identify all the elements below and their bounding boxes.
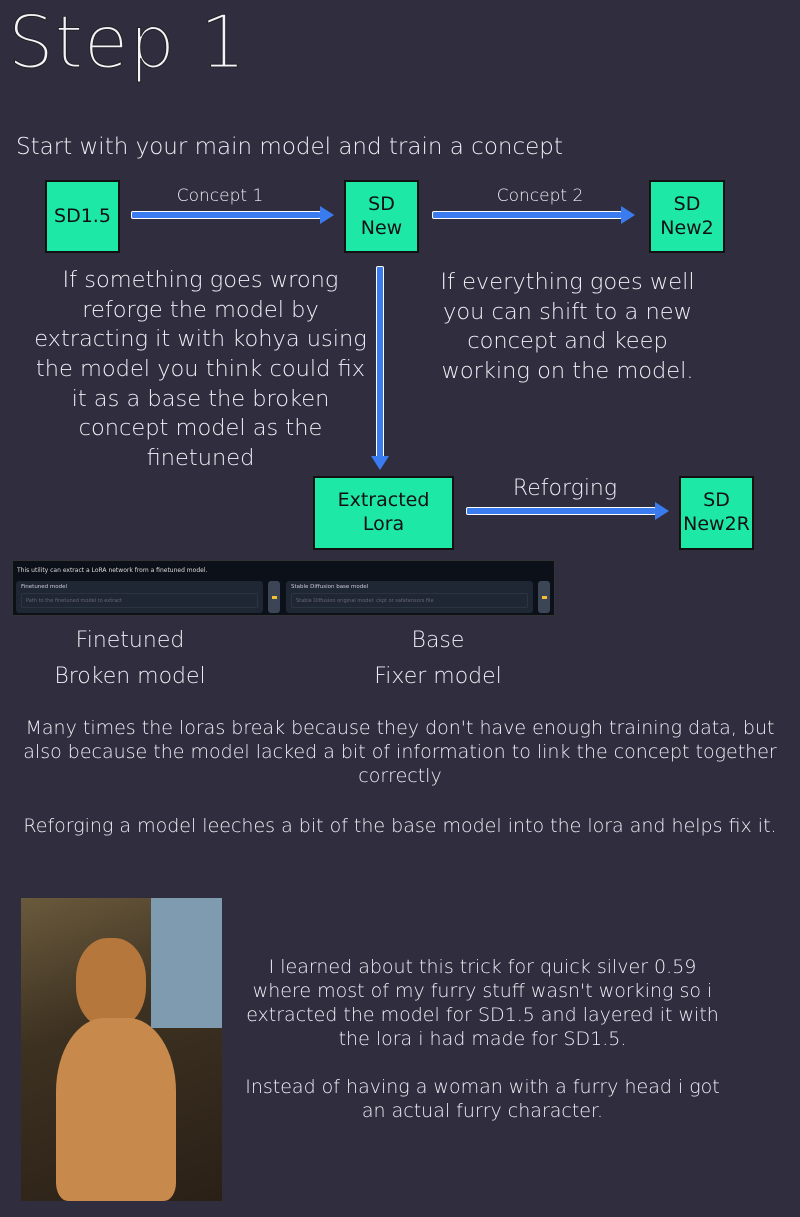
explanation-paragraph: Many times the loras break because they …: [23, 717, 777, 788]
arrow-concept2: [432, 211, 622, 219]
caption-fixer-model: Fixer model: [374, 664, 502, 689]
caption-broken-model: Broken model: [54, 664, 206, 689]
arrowhead-icon: [371, 456, 389, 470]
folder-button[interactable]: [538, 581, 550, 613]
arrowhead-icon: [655, 502, 669, 520]
folder-icon: [541, 595, 547, 599]
caption-base: Base: [411, 628, 465, 653]
folder-button[interactable]: [268, 581, 280, 613]
node-sd-new: SD New: [344, 180, 419, 253]
page-title: Step 1: [8, 0, 247, 85]
left-note: If something goes wrong reforge the mode…: [34, 267, 367, 472]
edge-label-reforging: Reforging: [512, 476, 618, 501]
arrow-concept1: [131, 211, 321, 219]
character-head: [76, 938, 146, 1028]
story-result: Instead of having a woman with a furry h…: [245, 1076, 720, 1123]
node-extracted-lora: Extracted Lora: [313, 476, 454, 550]
reforging-paragraph: Reforging a model leeches a bit of the b…: [23, 815, 777, 837]
finetuned-model-label: Finetuned model: [21, 584, 68, 590]
story-paragraph: I learned about this trick for quick sil…: [246, 956, 719, 1051]
arrow-extract: [376, 266, 384, 458]
node-sd15: SD1.5: [45, 180, 120, 253]
folder-icon: [271, 595, 277, 599]
subtitle: Start with your main model and train a c…: [16, 134, 563, 160]
base-model-input[interactable]: Stable Diffusion original model: ckpt or…: [291, 593, 528, 608]
finetuned-model-input[interactable]: Path to the finetuned model to extract: [21, 593, 258, 608]
kohya-extract-screenshot: This utility can extract a LoRA network …: [12, 560, 555, 616]
character-body: [56, 1018, 176, 1201]
edge-label-concept2: Concept 2: [496, 186, 584, 206]
ui-description: This utility can extract a LoRA network …: [17, 567, 208, 574]
example-image: [21, 898, 222, 1201]
caption-finetuned: Finetuned: [75, 628, 185, 653]
base-model-label: Stable Diffusion base model: [291, 584, 369, 590]
edge-label-concept1: Concept 1: [176, 186, 264, 206]
node-sd-new2r: SD New2R: [679, 476, 754, 550]
window: [151, 898, 222, 1028]
arrowhead-icon: [320, 206, 334, 224]
node-sd-new2: SD New2: [649, 180, 725, 253]
arrow-reforging: [466, 507, 656, 515]
arrowhead-icon: [621, 206, 635, 224]
right-note: If everything goes well you can shift to…: [440, 269, 695, 385]
